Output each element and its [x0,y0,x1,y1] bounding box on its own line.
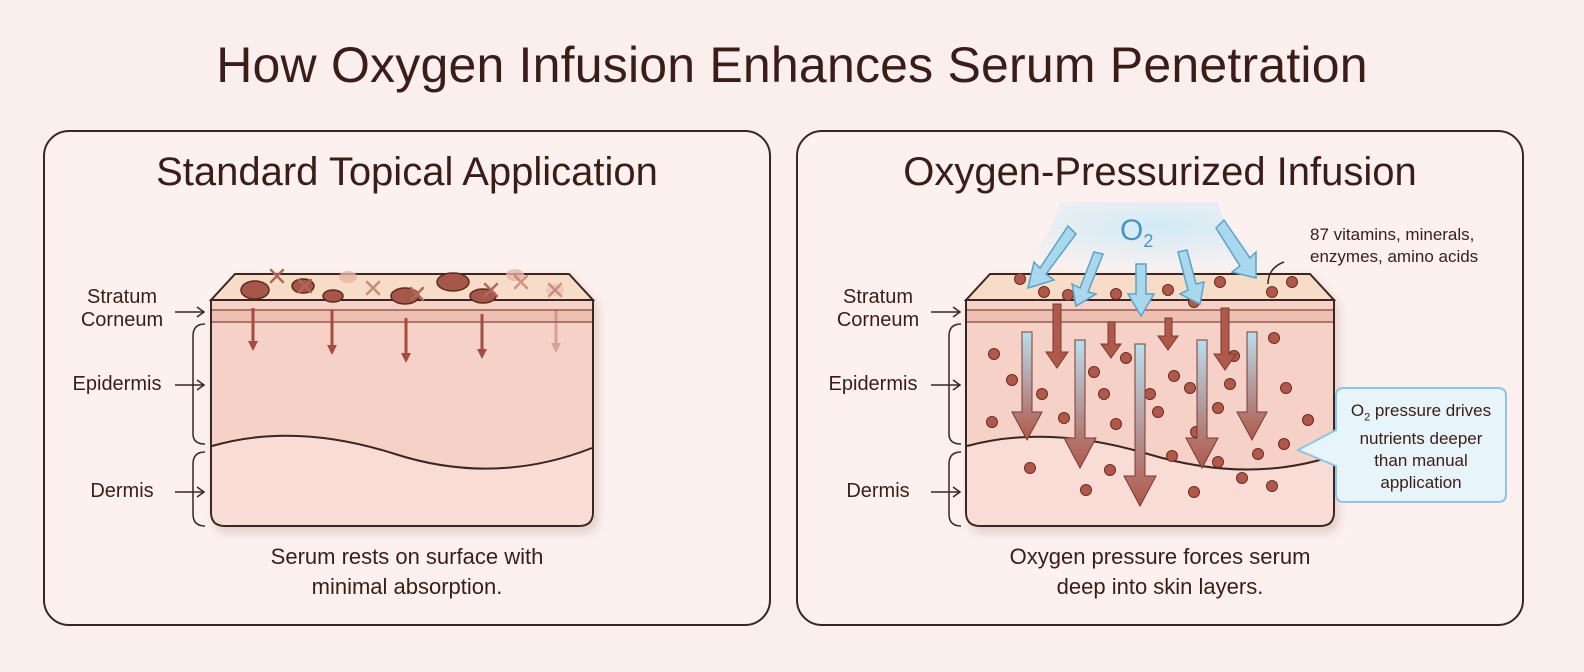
o2-label-sub: 2 [1143,231,1154,251]
callout-line1-rest: pressure drives [1370,401,1492,420]
nutrient-dot [1036,388,1048,400]
nutrient-dot [1224,378,1236,390]
nutrient-dot [1236,472,1248,484]
nutrient-dot [1098,388,1110,400]
nutrient-dot [1006,374,1018,386]
nutrient-dot [1252,448,1264,460]
label-stratum-line2: Corneum [836,309,920,331]
nutrient-dots [986,273,1314,498]
callout-sub: 2 [1364,411,1371,424]
nutrient-dot [1166,450,1178,462]
nutrient-dot [1214,276,1226,288]
nutrient-dot [1266,480,1278,492]
oxygen-arrows [1026,218,1257,318]
nutrient-dot [1120,352,1132,364]
nutrient-dot [1024,462,1036,474]
nutrient-dot [1280,382,1292,394]
medium-arrows [1045,303,1237,371]
caption-standard-line1: Serum rests on surface with [270,544,544,569]
o2-label: O2 [1120,216,1154,252]
blocked-marks [269,268,563,302]
dermis-region [212,435,592,525]
nutrient-dot [1278,438,1290,450]
nutrient-dot [1268,332,1280,344]
nutrient-dot [1104,464,1116,476]
panel-title-standard: Standard Topical Application [156,150,658,194]
deep-penetration-arrows [1011,331,1268,508]
nutrient-dot [1168,370,1180,382]
nutrient-dot [1162,284,1174,296]
shallow-arrows [248,308,561,363]
nutrient-dot [1014,273,1026,285]
nutrients-pointer [1267,261,1285,285]
callout-o: O [1350,401,1365,420]
nutrients-line1: 87 vitamins, minerals, [1310,225,1475,244]
callout-line3: than manual [1374,451,1468,471]
dermis-boundary [211,434,593,470]
caption-oxygen-line1: Oxygen pressure forces serum [1009,544,1311,569]
nutrients-annotation: 87 vitamins, minerals, enzymes, amino ac… [1310,224,1478,268]
label-stratum-line1: Stratum [842,286,914,308]
panel-standard-application: Standard Topical Application [43,130,771,626]
caption-oxygen: Oxygen pressure forces serum deep into s… [798,542,1522,602]
skin-diagram-standard [175,268,596,527]
nutrient-dot [1110,418,1122,430]
label-stratum-corneum: Stratum Corneum [67,286,177,332]
nutrient-dot [1286,276,1298,288]
label-pointers [175,306,206,527]
nutrient-dot [986,416,998,428]
nutrient-dot [1058,412,1070,424]
label-dermis: Dermis [846,480,910,502]
nutrient-dot [1080,484,1092,496]
nutrient-dot [988,348,1000,360]
callout-bubble [1295,387,1507,503]
label-epidermis: Epidermis [72,373,162,395]
nutrient-dot [1152,406,1164,418]
nutrient-dot [1302,414,1314,426]
nutrient-dot [1038,286,1050,298]
nutrient-dot [1212,456,1224,468]
label-epidermis: Epidermis [828,373,918,395]
callout-line4: application [1380,473,1462,493]
label-pointers [931,306,962,527]
stratum-stripe [967,310,1333,322]
label-stratum-line2: Corneum [80,309,164,331]
o2-label-o: O [1120,214,1144,247]
caption-standard: Serum rests on surface with minimal abso… [45,542,769,602]
nutrient-dot [1188,486,1200,498]
callout-text: O2 pressure drives nutrients deeper than… [1338,400,1504,494]
nutrient-dot [1266,286,1278,298]
stratum-stripe [212,310,592,322]
nutrient-dot [1110,288,1122,300]
panel-title-oxygen: Oxygen-Pressurized Infusion [903,150,1417,194]
page-title: How Oxygen Infusion Enhances Serum Penet… [216,37,1368,93]
nutrient-dot [1184,382,1196,394]
nutrient-dot [1144,388,1156,400]
skin-diagram-oxygen [931,202,1507,527]
dermis-boundary [966,435,1334,471]
nutrient-dot [1062,289,1074,301]
label-dermis: Dermis [90,480,154,502]
caption-oxygen-line2: deep into skin layers. [1056,574,1264,599]
callout-line1: O2 pressure drives [1338,400,1504,428]
callout-line2: nutrients deeper [1359,429,1483,449]
caption-standard-line2: minimal absorption. [311,574,503,599]
nutrient-dot [1212,402,1224,414]
nutrient-dot [1088,366,1100,378]
panel-oxygen-infusion: Oxygen-Pressurized Infusion [796,130,1524,626]
nutrients-line2: enzymes, amino acids [1310,247,1479,266]
label-stratum-line1: Stratum [86,286,158,308]
label-stratum-corneum: Stratum Corneum [823,286,933,332]
